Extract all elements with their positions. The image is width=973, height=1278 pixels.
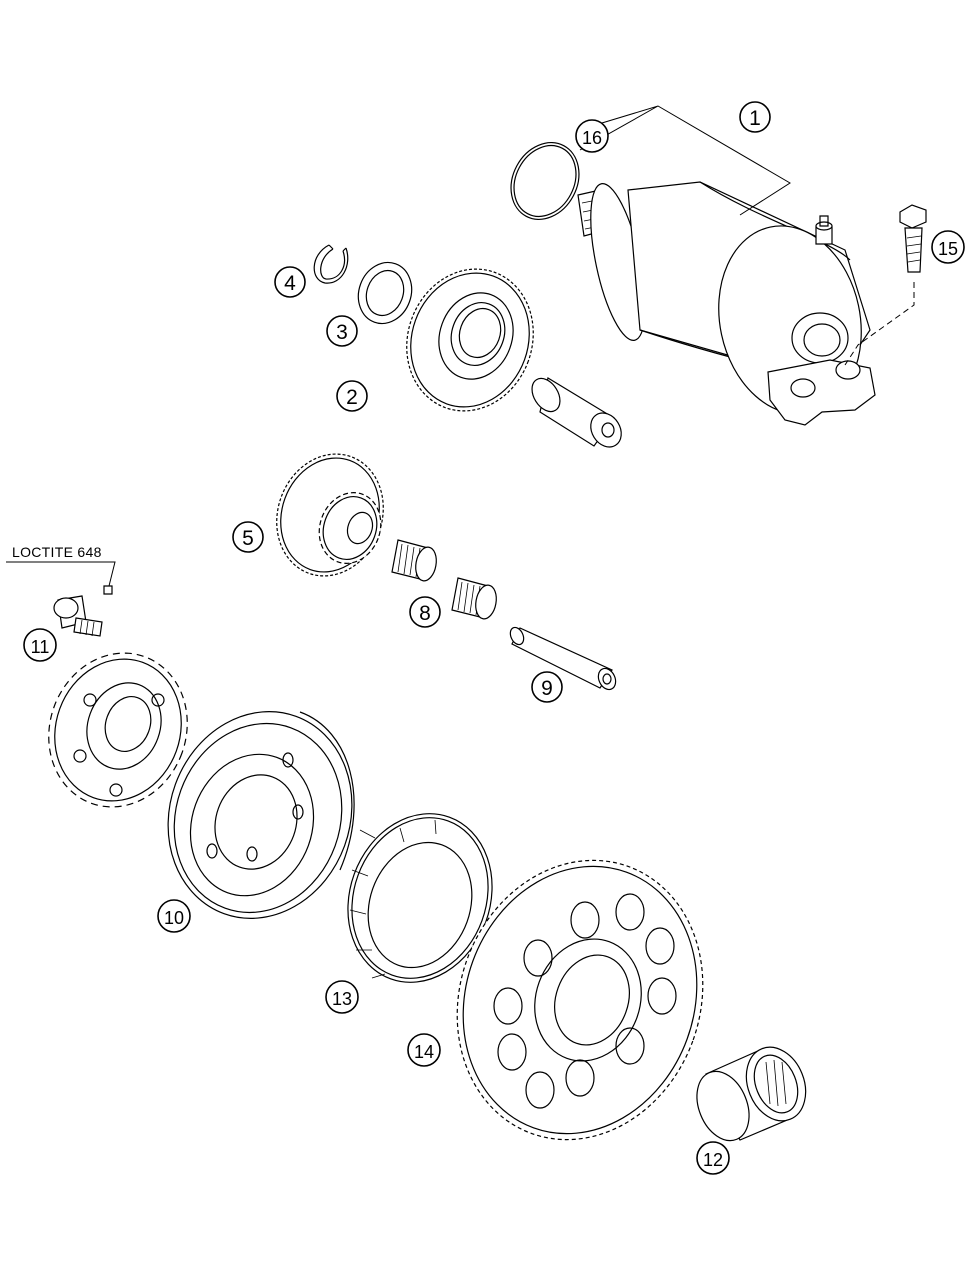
washer-part — [357, 261, 413, 325]
svg-text:5: 5 — [242, 527, 254, 550]
bolt-part — [844, 204, 927, 366]
callout-4: 4 — [274, 266, 306, 298]
svg-text:11: 11 — [31, 637, 50, 657]
callout-2: 2 — [336, 380, 368, 412]
circlip-part — [313, 244, 349, 284]
ring-gear-part — [456, 859, 704, 1141]
svg-text:13: 13 — [332, 989, 352, 1009]
callout-3: 3 — [326, 315, 358, 347]
callout-5: 5 — [232, 521, 264, 553]
needle-bearing-part — [391, 539, 497, 620]
callout-8: 8 — [409, 596, 441, 628]
gear-shaft-part — [531, 377, 622, 448]
svg-text:8: 8 — [419, 602, 431, 625]
callout-9: 9 — [531, 671, 563, 703]
sprocket-gear-part — [48, 652, 188, 808]
callout-13: 13 — [325, 980, 359, 1014]
svg-text:14: 14 — [414, 1042, 434, 1062]
callout-1: 1 — [739, 101, 771, 133]
callout-10: 10 — [157, 899, 191, 933]
double-gear-part — [276, 453, 384, 577]
svg-text:16: 16 — [582, 128, 602, 148]
freewheel-part — [347, 813, 493, 983]
loctite-label: LOCTITE 648 — [12, 544, 102, 560]
svg-text:2: 2 — [346, 386, 358, 409]
bushing-part — [696, 1046, 807, 1142]
callout-12: 12 — [696, 1141, 730, 1175]
screw-part — [53, 585, 113, 637]
flywheel-part — [167, 711, 355, 919]
loctite-note: LOCTITE 648 — [6, 544, 116, 591]
callout-15: 15 — [931, 230, 965, 264]
intermediate-gear-part — [406, 268, 534, 412]
pin-part — [509, 626, 617, 691]
callout-11: 11 — [23, 628, 57, 662]
svg-text:1: 1 — [749, 107, 761, 130]
o-ring-part — [510, 142, 580, 220]
svg-text:9: 9 — [541, 677, 553, 700]
callout-16: 16 — [575, 119, 609, 153]
svg-text:15: 15 — [938, 239, 958, 259]
svg-text:12: 12 — [703, 1150, 723, 1170]
svg-text:10: 10 — [164, 908, 184, 928]
svg-text:4: 4 — [284, 272, 296, 295]
starter-motor-part — [577, 181, 876, 426]
svg-text:3: 3 — [336, 321, 348, 344]
callout-14: 14 — [407, 1033, 441, 1067]
